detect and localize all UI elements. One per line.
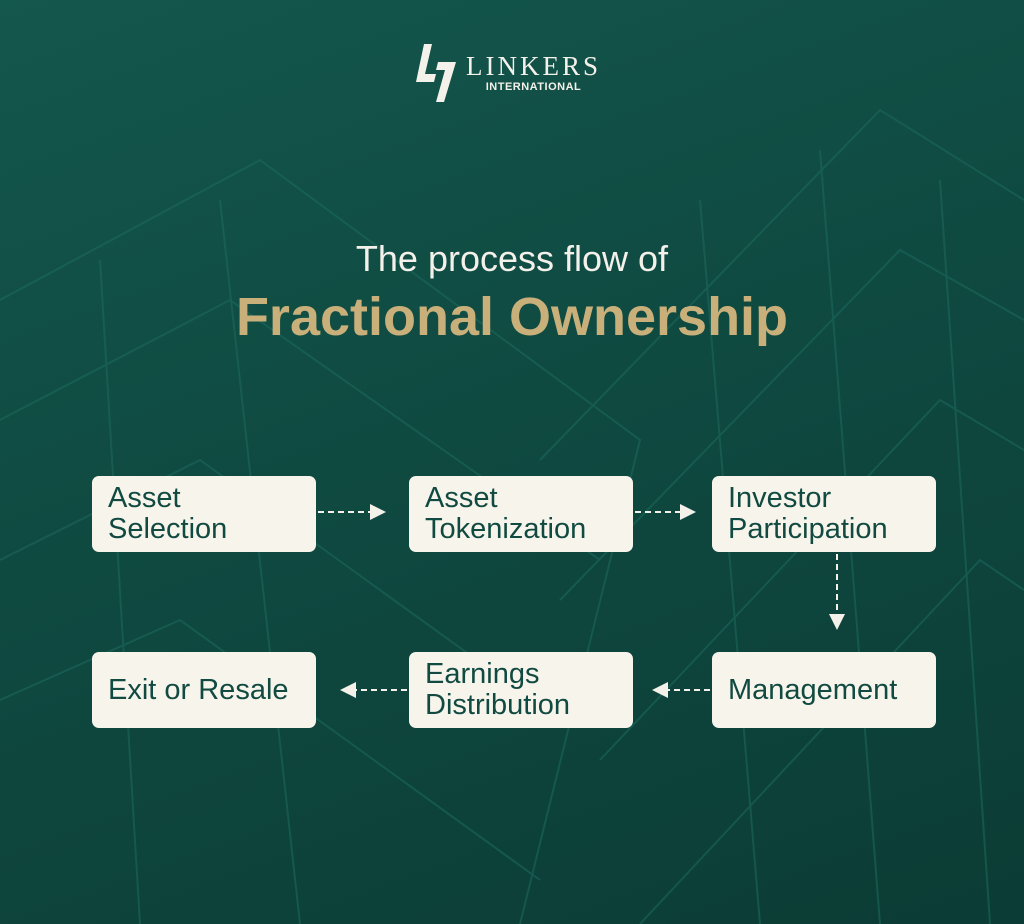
title-line-2: Fractional Ownership <box>235 287 789 347</box>
logo-mark-icon <box>416 44 456 102</box>
logo-name: LINKERS <box>466 51 601 81</box>
step-management: Management <box>712 652 936 728</box>
step-asset-selection: Asset Selection <box>92 476 316 552</box>
step-label: Exit or Resale <box>108 673 289 706</box>
linkers-logo: LINKERS INTERNATIONAL <box>416 44 601 102</box>
step-label: Management <box>728 673 898 706</box>
step-label: Investor Participation <box>728 482 888 545</box>
step-earnings-distribution: Earnings Distribution <box>409 652 633 728</box>
step-investor-participation: Investor Participation <box>712 476 936 552</box>
step-label: Earnings Distribution <box>425 658 571 721</box>
step-label: Asset Tokenization <box>425 482 587 545</box>
title-line-1: The process flow of <box>355 238 669 279</box>
step-asset-tokenization: Asset Tokenization <box>409 476 633 552</box>
logo-subtitle: INTERNATIONAL <box>485 81 582 93</box>
step-exit-or-resale: Exit or Resale <box>92 652 316 728</box>
step-label: Asset Selection <box>108 482 228 545</box>
